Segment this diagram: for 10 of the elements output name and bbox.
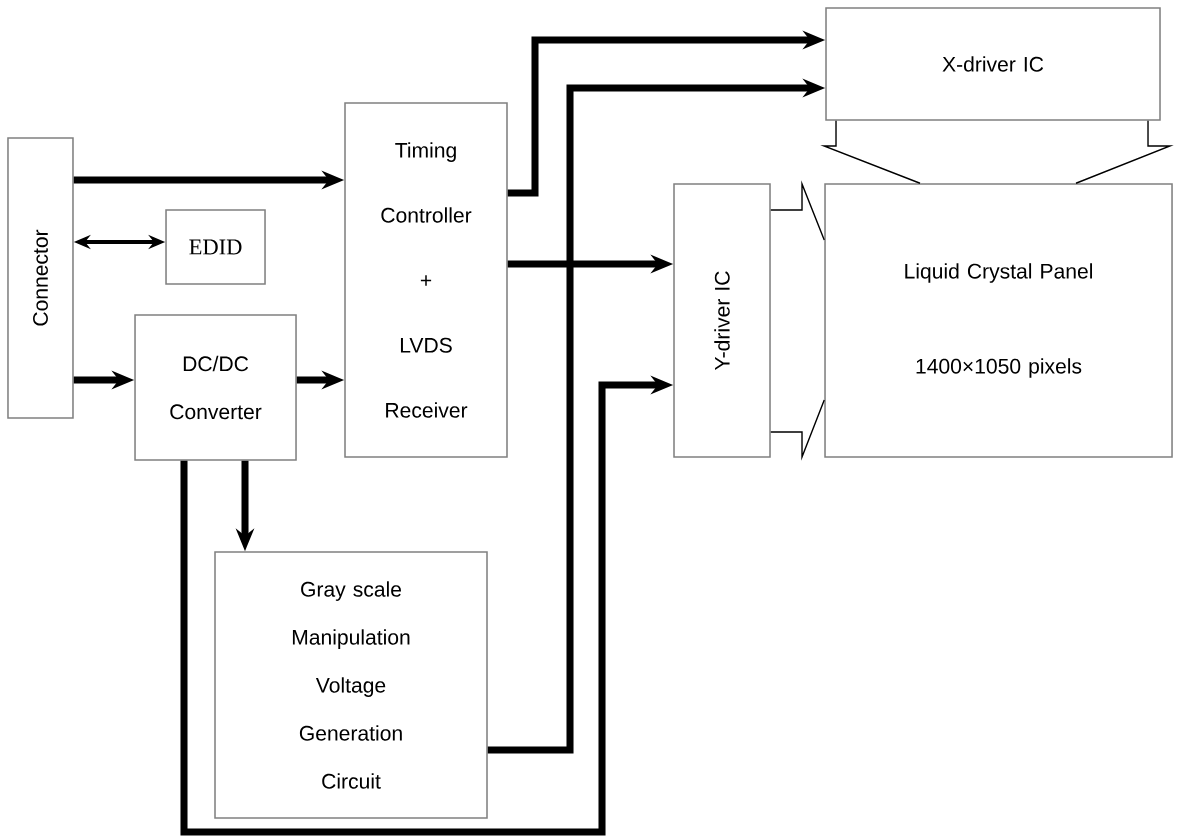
- panel-box: Liquid Crystal Panel 1400×1050 pixels: [824, 183, 1173, 458]
- circuit-box: Gray scale Manipulation Voltage Generation Circuit: [214, 551, 488, 819]
- connector-box: Connector: [7, 137, 74, 419]
- memory-box: EDID: [165, 209, 266, 285]
- driver-box: Y-driver IC: [673, 183, 771, 458]
- controller-box: Timing Controller + LVDS Receiver: [344, 102, 508, 458]
- driver-box: X-driver IC: [825, 7, 1161, 121]
- converter-box: DC/DC Converter: [134, 314, 297, 461]
- block-arrow: [820, 120, 1174, 184]
- block-arrow: [770, 180, 825, 461]
